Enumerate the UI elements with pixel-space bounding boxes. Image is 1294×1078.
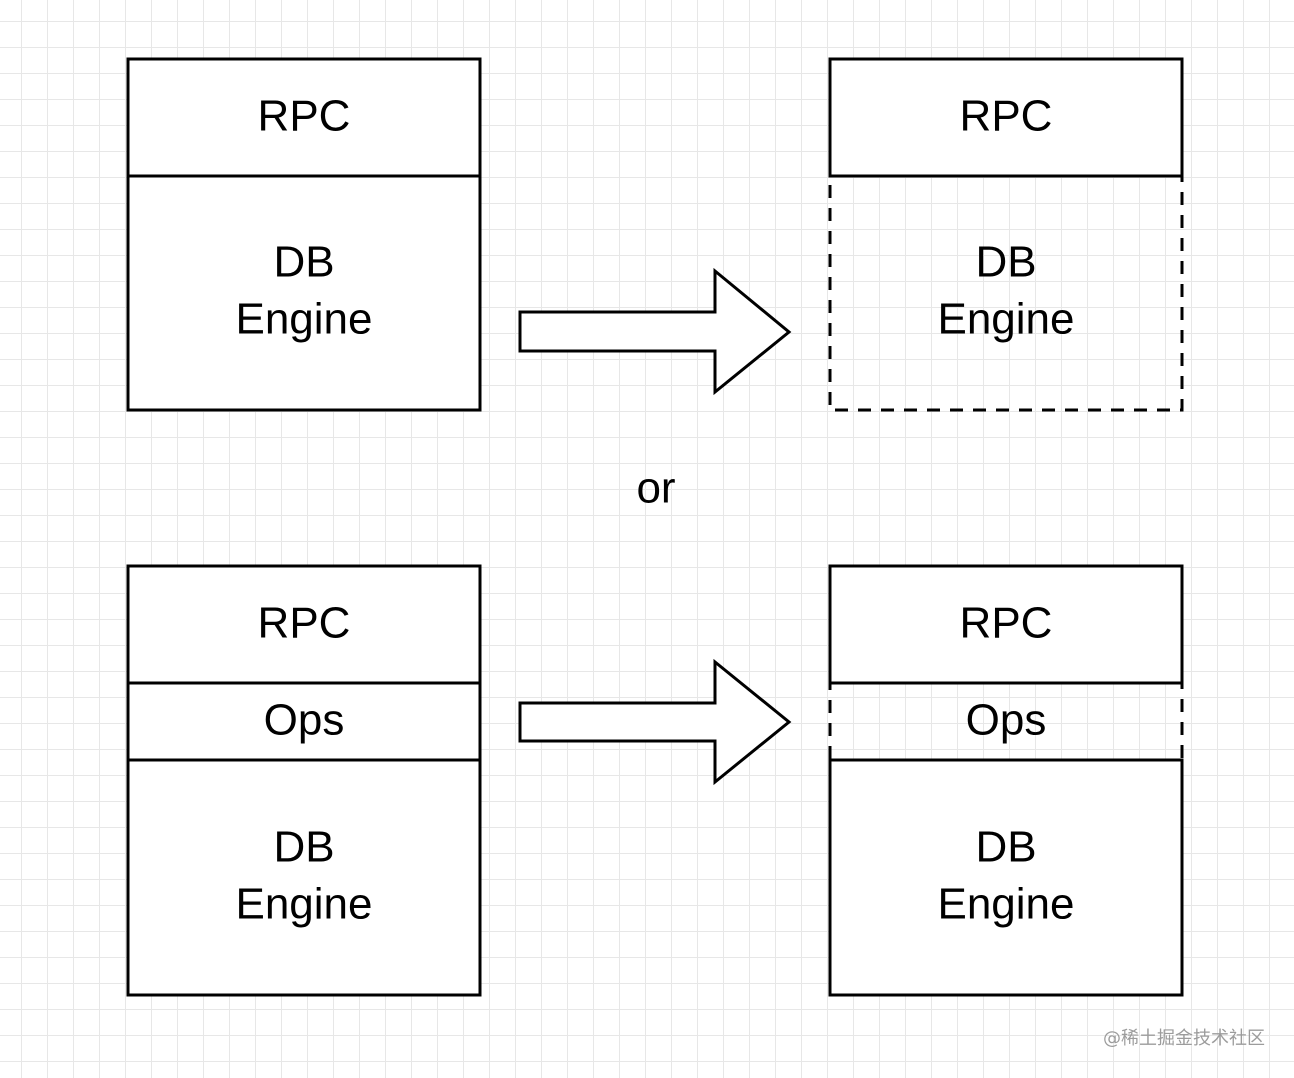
bottom-right-db-label: DB (975, 823, 1036, 872)
bottom-left-engine-label: Engine (235, 880, 372, 929)
top-right-db-label: DB (975, 238, 1036, 287)
bottom-right-rpc-label: RPC (960, 599, 1053, 648)
watermark: @稀土掘金技术社区 (1103, 1028, 1265, 1049)
top-left-db-engine-box (126, 174, 482, 412)
top-left-engine-label: Engine (235, 295, 372, 344)
top-transform-arrow (518, 267, 792, 396)
top-left-rpc-label: RPC (258, 92, 351, 141)
top-left-stack: RPC DB Engine (126, 57, 482, 412)
bottom-right-rpc-box (828, 564, 1184, 685)
top-right-db-engine-dashed-box (828, 174, 1184, 412)
bottom-right-ops-label: Ops (966, 696, 1047, 745)
or-label: or (636, 464, 675, 513)
top-right-stack: RPC DB Engine (828, 57, 1184, 412)
top-left-rpc-box (126, 57, 482, 178)
bottom-transform-arrow (518, 658, 792, 786)
bottom-left-rpc-label: RPC (258, 599, 351, 648)
bottom-right-db-engine-box (828, 758, 1184, 997)
top-right-rpc-box (828, 57, 1184, 178)
bottom-left-ops-label: Ops (264, 696, 345, 745)
top-right-rpc-label: RPC (960, 92, 1053, 141)
top-left-db-label: DB (273, 238, 334, 287)
bottom-right-stack: RPC Ops DB Engine (828, 564, 1184, 997)
bottom-left-db-engine-box (126, 758, 482, 997)
bottom-right-engine-label: Engine (937, 880, 1074, 929)
bottom-left-stack: RPC Ops DB Engine (126, 564, 482, 997)
top-right-engine-label: Engine (937, 295, 1074, 344)
bottom-left-db-label: DB (273, 823, 334, 872)
